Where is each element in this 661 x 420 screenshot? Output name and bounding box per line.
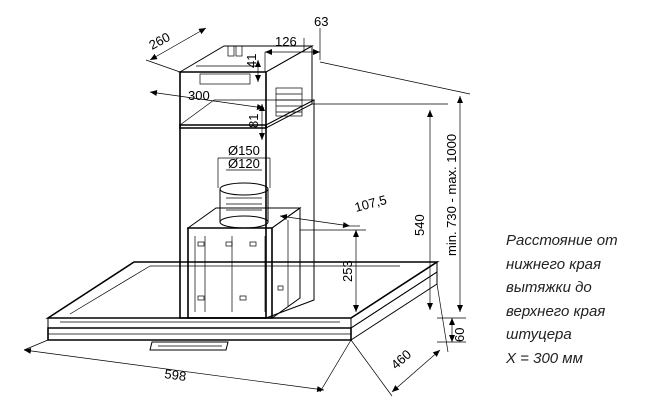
caption-line: Расстояние от	[506, 232, 618, 249]
motor-housing	[186, 207, 302, 319]
dim-126: 126	[275, 34, 297, 49]
caption-line: нижнего края	[506, 255, 602, 273]
dim-730-1000: min. 730 - max. 1000	[444, 134, 459, 256]
dim-60: 60	[452, 328, 467, 342]
dim-d120: Ø120	[228, 156, 260, 171]
dim-253: 253	[340, 260, 355, 282]
distance-caption: Расстояние от нижнего края вытяжки до ве…	[506, 229, 656, 370]
dim-63: 63	[314, 14, 328, 29]
caption-line: X = 300 мм	[506, 349, 583, 367]
dimension-lines	[23, 27, 471, 397]
canopy-front-edge	[47, 271, 438, 341]
caption-line: вытяжки до	[506, 279, 592, 296]
dim-460: 460	[388, 347, 414, 373]
control-panel	[149, 341, 229, 351]
duct-outlet	[219, 182, 269, 229]
chimney-cover	[179, 99, 315, 319]
dim-d150: Ø150	[228, 143, 260, 158]
dim-41: 41	[244, 54, 259, 68]
dim-81: 81	[246, 114, 261, 128]
dim-598: 598	[164, 366, 188, 384]
dim-107-5: 107,5	[353, 192, 388, 215]
dim-300: 300	[188, 88, 210, 103]
dim-540: 540	[412, 214, 427, 236]
caption-line: верхнего края	[506, 302, 606, 320]
caption-line: штуцера	[506, 326, 572, 343]
